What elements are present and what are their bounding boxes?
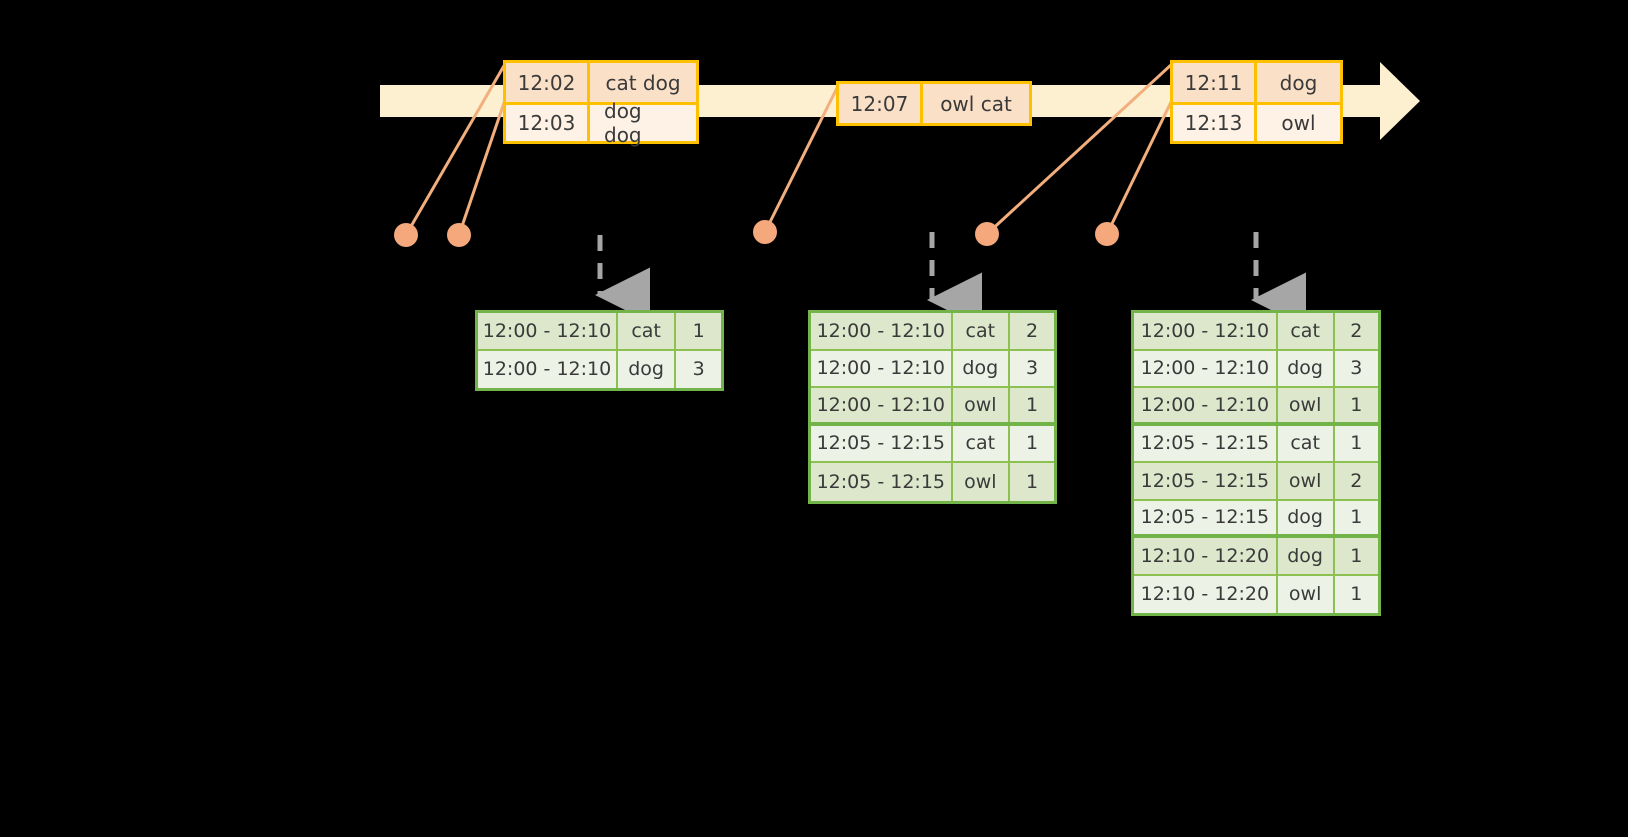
cell-count: 1 xyxy=(1025,432,1039,455)
cell-word: cat xyxy=(953,425,1011,461)
connector-line-1 xyxy=(404,63,507,236)
cell-count: 2 xyxy=(1350,469,1363,492)
cell-count: 3 xyxy=(1025,357,1039,380)
table-row[interactable]: 12:05 - 12:15 cat 1 xyxy=(1134,425,1378,463)
event-time: 12:11 xyxy=(1173,63,1257,102)
table-row[interactable]: 12:00 - 12:10 cat 1 xyxy=(478,313,721,351)
event-time: 12:02 xyxy=(506,63,590,102)
event-row[interactable]: 12:03 dog dog xyxy=(506,99,696,147)
cell-count: 3 xyxy=(1350,357,1363,380)
table-row[interactable]: 12:00 - 12:10 dog 3 xyxy=(478,350,721,388)
cell-count: 1 xyxy=(692,319,705,342)
cell-window: 12:00 - 12:10 xyxy=(811,350,953,386)
cell-word: owl xyxy=(953,463,1011,501)
table-row[interactable]: 12:00 - 12:10 cat 2 xyxy=(1134,313,1378,351)
cell-window: 12:05 - 12:15 xyxy=(811,425,953,461)
event-words: owl xyxy=(1281,111,1316,135)
result-table-3[interactable]: 12:00 - 12:10 cat 2 12:00 - 12:10 dog 3 … xyxy=(1131,310,1381,616)
event-words: owl cat xyxy=(940,91,1012,116)
event-words: dog dog xyxy=(604,99,642,147)
table-row[interactable]: 12:05 - 12:15 dog 1 xyxy=(1134,500,1378,538)
event-time: 12:03 xyxy=(506,105,590,141)
cell-word: owl xyxy=(1278,388,1335,422)
cell-window: 12:05 - 12:15 xyxy=(811,463,953,501)
cell-window: 12:05 - 12:15 xyxy=(1134,500,1278,534)
event-group-2[interactable]: 12:07 owl cat xyxy=(836,81,1032,126)
connector-lines xyxy=(404,62,1174,236)
connector-dot-3 xyxy=(753,220,777,244)
connector-line-5 xyxy=(1105,99,1174,235)
connector-line-4 xyxy=(985,62,1174,236)
table-row[interactable]: 12:00 - 12:10 dog 3 xyxy=(811,350,1054,388)
cell-count: 1 xyxy=(1350,583,1363,606)
event-row[interactable]: 12:02 cat dog xyxy=(506,63,696,102)
table-row[interactable]: 12:00 - 12:10 cat 2 xyxy=(811,313,1054,351)
cell-count: 1 xyxy=(1350,506,1363,529)
cell-window: 12:10 - 12:20 xyxy=(1134,538,1278,574)
connector-line-2 xyxy=(457,99,507,236)
event-group-1[interactable]: 12:02 cat dog 12:03 dog dog xyxy=(503,60,699,147)
cell-count: 2 xyxy=(1350,319,1363,342)
result-table-1[interactable]: 12:00 - 12:10 cat 1 12:00 - 12:10 dog 3 xyxy=(475,310,724,391)
cell-count: 1 xyxy=(1025,470,1039,493)
cell-count: 2 xyxy=(1025,319,1039,342)
table-row[interactable]: 12:00 - 12:10 owl 1 xyxy=(1134,388,1378,426)
cell-window: 12:00 - 12:10 xyxy=(1134,313,1278,349)
cell-count: 1 xyxy=(1350,432,1363,455)
table-row[interactable]: 12:05 - 12:15 owl 1 xyxy=(811,463,1054,501)
event-time: 12:13 xyxy=(1173,105,1257,141)
dashed-arrows xyxy=(595,232,1306,328)
cell-word: dog xyxy=(1278,350,1335,386)
cell-window: 12:00 - 12:10 xyxy=(1134,350,1278,386)
cell-window: 12:00 - 12:10 xyxy=(811,388,953,422)
connector-dot-1 xyxy=(394,223,418,247)
connector-dot-2 xyxy=(447,223,471,247)
cell-word: cat xyxy=(1278,425,1335,461)
event-row[interactable]: 12:07 owl cat xyxy=(839,84,1029,123)
cell-word: cat xyxy=(1278,313,1335,349)
cell-count: 1 xyxy=(1350,393,1363,416)
cell-word: owl xyxy=(1278,463,1335,499)
cell-word: owl xyxy=(953,388,1011,422)
event-group-3[interactable]: 12:11 dog 12:13 owl xyxy=(1170,60,1343,144)
cell-window: 12:00 - 12:10 xyxy=(1134,388,1278,422)
cell-window: 12:00 - 12:10 xyxy=(811,313,953,349)
cell-window: 12:05 - 12:15 xyxy=(1134,425,1278,461)
connector-line-3 xyxy=(763,81,842,233)
cell-count: 3 xyxy=(692,358,705,381)
cell-count: 1 xyxy=(1350,544,1363,567)
result-table-2[interactable]: 12:00 - 12:10 cat 2 12:00 - 12:10 dog 3 … xyxy=(808,310,1057,504)
cell-word: cat xyxy=(953,313,1011,349)
cell-word: dog xyxy=(618,350,677,388)
table-row[interactable]: 12:10 - 12:20 dog 1 xyxy=(1134,538,1378,576)
cell-word: dog xyxy=(1278,500,1335,534)
event-time: 12:07 xyxy=(839,84,923,123)
table-row[interactable]: 12:05 - 12:15 owl 2 xyxy=(1134,463,1378,501)
cell-count: 1 xyxy=(1025,393,1039,416)
table-row[interactable]: 12:05 - 12:15 cat 1 xyxy=(811,425,1054,463)
connector-dot-5 xyxy=(1095,222,1119,246)
table-row[interactable]: 12:10 - 12:20 owl 1 xyxy=(1134,575,1378,613)
connector-dot-4 xyxy=(975,222,999,246)
event-words: cat dog xyxy=(605,70,681,95)
cell-word: dog xyxy=(953,350,1011,386)
cell-window: 12:00 - 12:10 xyxy=(478,313,618,349)
event-row[interactable]: 12:13 owl xyxy=(1173,102,1340,141)
cell-window: 12:05 - 12:15 xyxy=(1134,463,1278,499)
event-words: dog xyxy=(1279,70,1318,95)
cell-window: 12:10 - 12:20 xyxy=(1134,575,1278,613)
table-row[interactable]: 12:00 - 12:10 owl 1 xyxy=(811,388,1054,426)
cell-window: 12:00 - 12:10 xyxy=(478,350,618,388)
cell-word: owl xyxy=(1278,575,1335,613)
connector-dots xyxy=(394,220,1119,247)
cell-word: dog xyxy=(1278,538,1335,574)
cell-word: cat xyxy=(618,313,677,349)
event-row[interactable]: 12:11 dog xyxy=(1173,63,1340,102)
table-row[interactable]: 12:00 - 12:10 dog 3 xyxy=(1134,350,1378,388)
